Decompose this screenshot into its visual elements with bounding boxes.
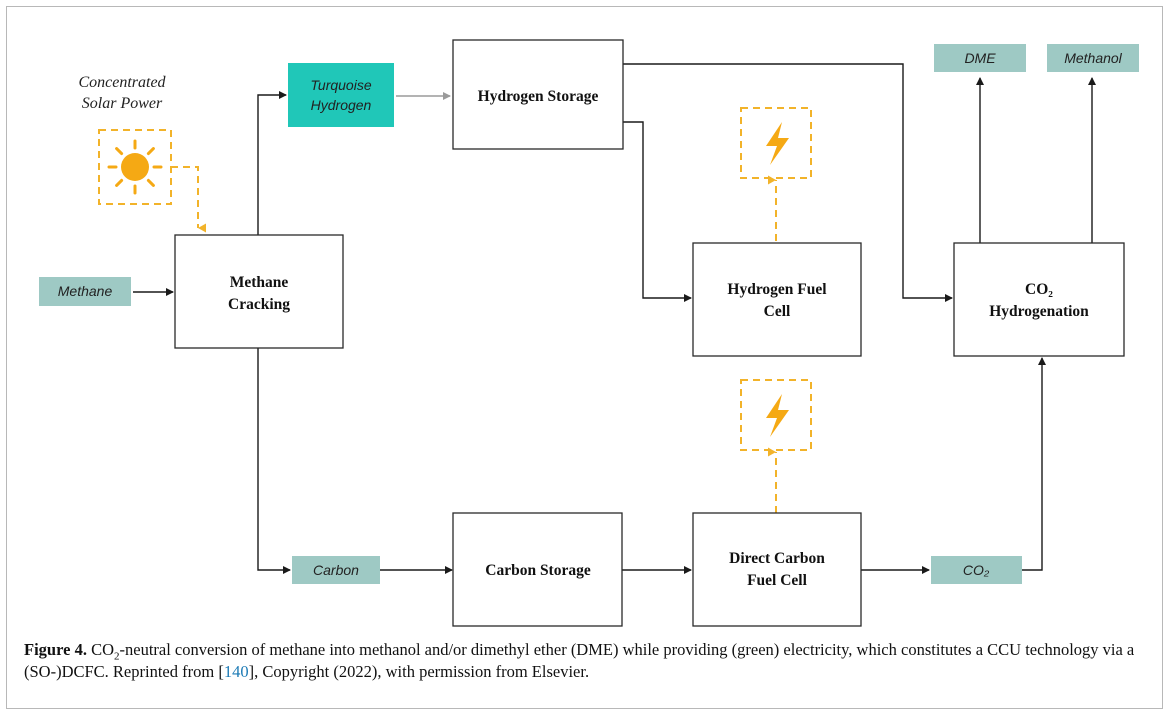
tag-carbon-label: Carbon [313,562,359,578]
arrow-storage-to-hydrogenation [623,63,953,302]
arrow-co2-to-hydrogenation [1022,357,1046,571]
box-carbon-storage: Carbon Storage [452,512,623,627]
tag-dme: DME [934,44,1026,72]
tag-dme-label: DME [964,50,996,66]
caption-subscript: 2 [114,650,120,663]
box-carbon-storage-label: Carbon Storage [485,562,591,579]
caption-text-2: ], Copyright (2022), with permission fro… [248,662,590,681]
box-methane-cracking: Methane Cracking [174,234,344,349]
caption-label: Figure 4. [24,640,87,659]
power-dashed-frame-bottom [740,379,812,451]
tag-co2-label: CO₂ [963,562,990,578]
solar-label-line-1: Concentrated [78,74,166,91]
arrow-cracking-to-carbon [257,348,291,574]
caption-reference-link[interactable]: 140 [223,662,249,681]
box-hydrogen-fuel-cell-line-2: Cell [764,303,791,320]
power-symbol-top [740,107,812,179]
energy-connectors [171,166,777,513]
power-dashed-frame-top [740,107,812,179]
box-co2-hydrogenation-line-2: Hydrogenation [989,303,1089,320]
box-direct-carbon-fuel-cell: Direct Carbon Fuel Cell [692,512,862,627]
box-methane-cracking-line-2: Cracking [228,296,290,313]
arrow-cracking-to-turquoise [257,91,287,235]
tag-turquoise-label-line-1: Turquoise [310,77,371,93]
connectors [133,63,1096,574]
solar-dashed-frame [98,129,172,205]
box-hydrogen-storage-label: Hydrogen Storage [478,88,599,105]
box-hydrogen-fuel-cell-line-1: Hydrogen Fuel [727,281,827,298]
solar-power: Concentrated Solar Power [78,74,172,205]
box-hydrogen-fuel-cell: Hydrogen Fuel Cell [692,242,862,357]
tag-methanol-label: Methanol [1064,50,1122,66]
solar-label-line-2: Solar Power [82,95,163,112]
tag-co2: CO₂ [931,556,1022,584]
caption-text-1b: -neutral conversion of methane into meth… [24,640,1135,681]
lightning-icon [766,394,789,437]
power-symbol-bottom [740,379,812,451]
arrow-storage-to-h2-fuel-cell [623,121,692,302]
process-diagram: Concentrated Solar Power Methane [39,39,1139,627]
lightning-icon [766,122,789,165]
tag-methanol: Methanol [1047,44,1139,72]
box-co2-hydrogenation-line-1: CO₂ [1025,281,1053,298]
figure-caption: Figure 4. CO2-neutral conversion of meth… [24,639,1149,683]
solar-to-cracking-dashed-arrow [171,166,206,233]
tag-methane-label: Methane [58,283,113,299]
box-dcfc-line-2: Fuel Cell [747,572,808,589]
box-methane-cracking-line-1: Methane [230,274,289,291]
tag-methane: Methane [39,277,131,306]
tag-turquoise-hydrogen: Turquoise Hydrogen [288,63,394,127]
box-hydrogen-storage: Hydrogen Storage [452,39,624,150]
box-co2-hydrogenation: CO₂ Hydrogenation [953,242,1125,357]
box-dcfc-line-1: Direct Carbon [729,550,825,567]
caption-text-1a: CO [86,640,114,659]
tag-turquoise-label-line-2: Hydrogen [311,97,372,113]
sun-icon [107,139,163,195]
tag-carbon: Carbon [292,556,380,584]
